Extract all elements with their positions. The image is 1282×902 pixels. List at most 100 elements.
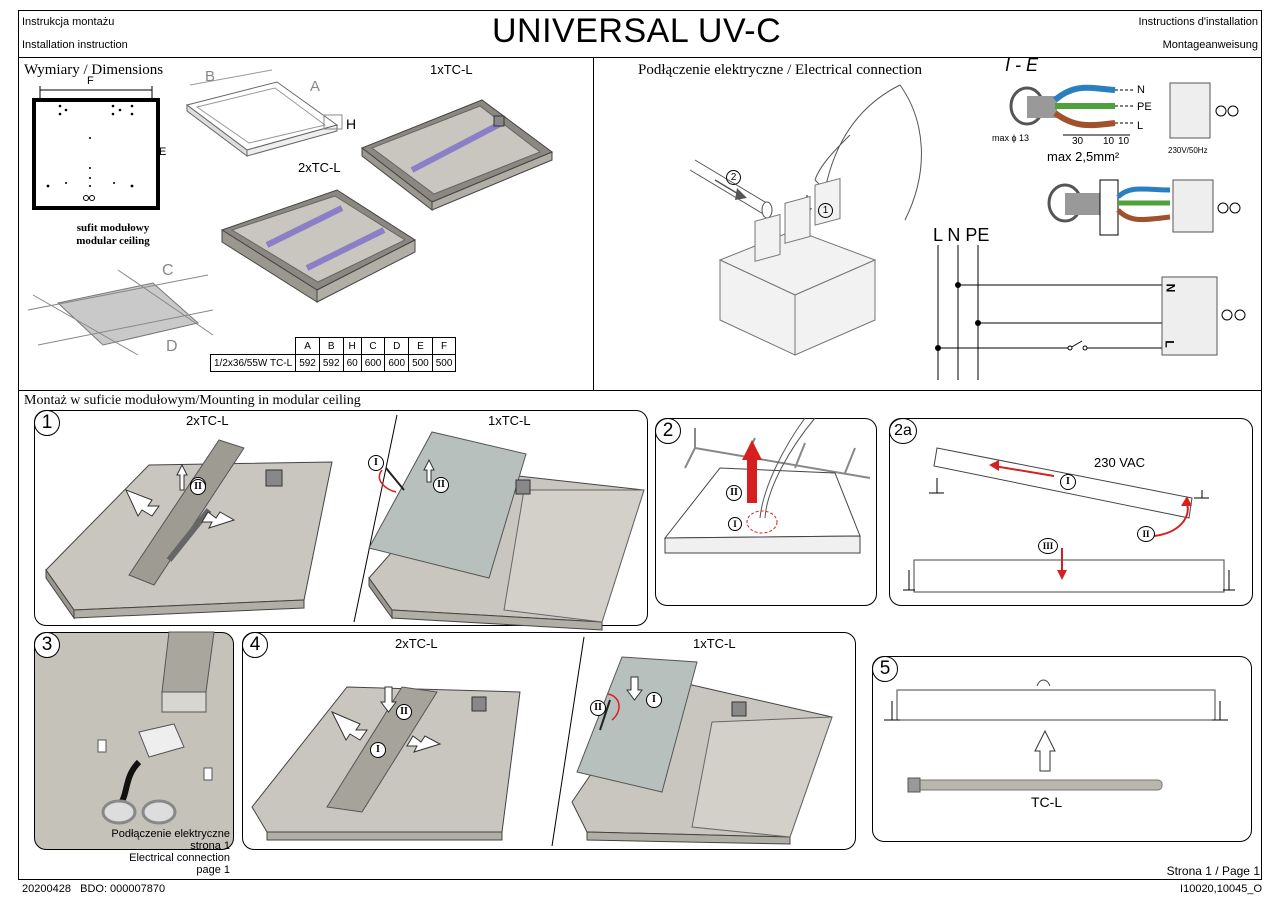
step4-right-marker-I: I xyxy=(646,692,662,708)
step4-right-label: 1xTC-L xyxy=(693,636,736,651)
lnpe-label: L N PE xyxy=(933,225,990,245)
conn-step1-marker: 1 xyxy=(818,203,833,218)
wiring-schematic xyxy=(935,245,1246,380)
sheet-frame xyxy=(18,10,1262,880)
max-diameter-label: max ϕ 13 xyxy=(992,133,1030,143)
dim-letter-E: E xyxy=(159,146,167,158)
step2-marker-I: I xyxy=(728,517,742,531)
table-header-cell: H xyxy=(342,337,362,355)
step2a-marker-I: I xyxy=(1060,474,1076,490)
wire-label-PE: PE xyxy=(1137,101,1152,113)
table-cell: 60 xyxy=(342,354,362,372)
step4-number: 4 xyxy=(242,632,268,658)
table-cell: 592 xyxy=(318,354,344,372)
ie-label: I - E xyxy=(1005,55,1039,75)
table-cell: 500 xyxy=(431,354,457,372)
dimension-table-header-row: A B H C D E F xyxy=(211,337,457,355)
terminal-L: L xyxy=(1162,340,1177,348)
label-2xtcl-top: 2xTC-L xyxy=(298,160,341,175)
step1-right-label: 1xTC-L xyxy=(488,413,531,428)
table-row: 1/2x36/55W TC-L 592 592 60 600 600 500 5… xyxy=(209,354,457,372)
wire-label-N: N xyxy=(1137,84,1145,96)
dimension-table: A B H C D E F 1/2x36/55W TC-L 592 592 60… xyxy=(209,337,457,372)
step3-caption-line1: Podłączenie elektryczne xyxy=(111,828,230,840)
step2a-number: 2a xyxy=(889,418,917,444)
terminal-N: N xyxy=(1163,283,1178,293)
step3-caption-line2: strona 1 xyxy=(190,840,230,852)
step2a-marker-III: III xyxy=(1038,538,1058,554)
dimensions-heading: Wymiary / Dimensions xyxy=(24,62,164,78)
table-cell: 500 xyxy=(408,354,433,372)
luminaire-iso-drawing xyxy=(185,69,343,157)
dim-letter-H: H xyxy=(346,116,357,132)
step3-caption: Podłączenie elektryczne strona 1 Electri… xyxy=(40,828,230,876)
step1-left-label: 2xTC-L xyxy=(186,413,229,428)
step3-number: 3 xyxy=(34,632,60,658)
wire-strip-diagram xyxy=(1009,82,1239,139)
step2-illustration xyxy=(663,417,871,554)
step5-illustration xyxy=(884,679,1228,793)
step3-caption-line4: page 1 xyxy=(196,864,230,876)
header-divider xyxy=(18,57,1262,58)
document-title: UNIVERSAL UV-C xyxy=(492,12,782,50)
table-cell: 600 xyxy=(360,354,386,372)
max-section-label: max 2,5mm² xyxy=(1047,149,1120,164)
strip-length-10a: 10 xyxy=(1103,136,1115,147)
table-cell: 600 xyxy=(384,354,410,372)
step1-number: 1 xyxy=(34,410,60,436)
step4-illustration xyxy=(251,636,833,847)
step4-marker-II: II xyxy=(396,704,412,720)
front-view-drawing xyxy=(32,86,160,210)
table-cell: 592 xyxy=(295,354,320,372)
table-header-cell xyxy=(211,338,296,355)
header-left-line2: Installation instruction xyxy=(22,39,128,51)
dim-letter-B: B xyxy=(205,68,216,85)
table-header-cell: E xyxy=(408,337,433,355)
page-number: Strona 1 / Page 1 xyxy=(1166,864,1260,878)
step1-right-marker-II: II xyxy=(433,477,449,493)
step3-caption-line3: Electrical connection xyxy=(129,852,230,864)
tcl-tube-label: TC-L xyxy=(1031,794,1063,810)
step1-illustration xyxy=(45,414,645,631)
table-header-cell: D xyxy=(384,337,410,355)
header-right-line2: Montageanweisung xyxy=(1162,39,1258,51)
step4-right-marker-II: II xyxy=(590,700,606,716)
strip-length-30: 30 xyxy=(1072,136,1084,147)
dim-letter-C: C xyxy=(162,262,174,279)
table-header-cell: F xyxy=(431,337,457,355)
fixture-2x-drawing xyxy=(220,189,417,303)
electrical-heading: Podłączenie elektryczne / Electrical con… xyxy=(638,62,923,78)
mounting-heading: Montaż w suficie modułowym/Mounting in m… xyxy=(24,393,361,408)
voltage-label: 230V/50Hz xyxy=(1168,146,1208,155)
dim-letter-F: F xyxy=(87,75,94,87)
fixture-1x-drawing xyxy=(361,99,554,212)
top-vertical-divider xyxy=(593,57,594,390)
connector-illustration xyxy=(689,84,922,356)
section-divider xyxy=(18,390,1262,391)
wire-clamp-diagram xyxy=(1047,179,1241,236)
header-left-line1: Instrukcja montażu xyxy=(22,16,115,28)
step2-marker-II: II xyxy=(726,485,742,501)
wire-label-L: L xyxy=(1137,120,1144,132)
step5-number: 5 xyxy=(872,656,898,682)
step4-marker-I: I xyxy=(370,742,386,758)
ceiling-grid-drawing xyxy=(27,269,214,356)
header-right-line1: Instructions d'installation xyxy=(1138,16,1259,28)
label-1xtcl-top: 1xTC-L xyxy=(430,62,473,77)
footer-right: I10020,10045_O xyxy=(1180,883,1262,895)
table-header-cell: B xyxy=(318,337,344,355)
step2a-marker-II: II xyxy=(1137,526,1155,542)
step1-marker-II: II xyxy=(190,479,206,495)
dim-letter-A: A xyxy=(310,78,321,95)
voltage-230vac: 230 VAC xyxy=(1094,455,1146,470)
step1-right-marker-I: I xyxy=(368,455,384,471)
table-header-cell: C xyxy=(360,337,386,355)
step5-panel xyxy=(872,656,1252,842)
step2-number: 2 xyxy=(655,418,681,444)
ceiling-label-pl: sufit modułowy xyxy=(76,222,150,234)
conn-step2-marker: 2 xyxy=(726,170,741,185)
ceiling-label-en: modular ceiling xyxy=(76,235,150,247)
dim-letter-D: D xyxy=(166,338,178,355)
strip-length-10b: 10 xyxy=(1118,136,1130,147)
step2a-illustration xyxy=(903,447,1235,593)
